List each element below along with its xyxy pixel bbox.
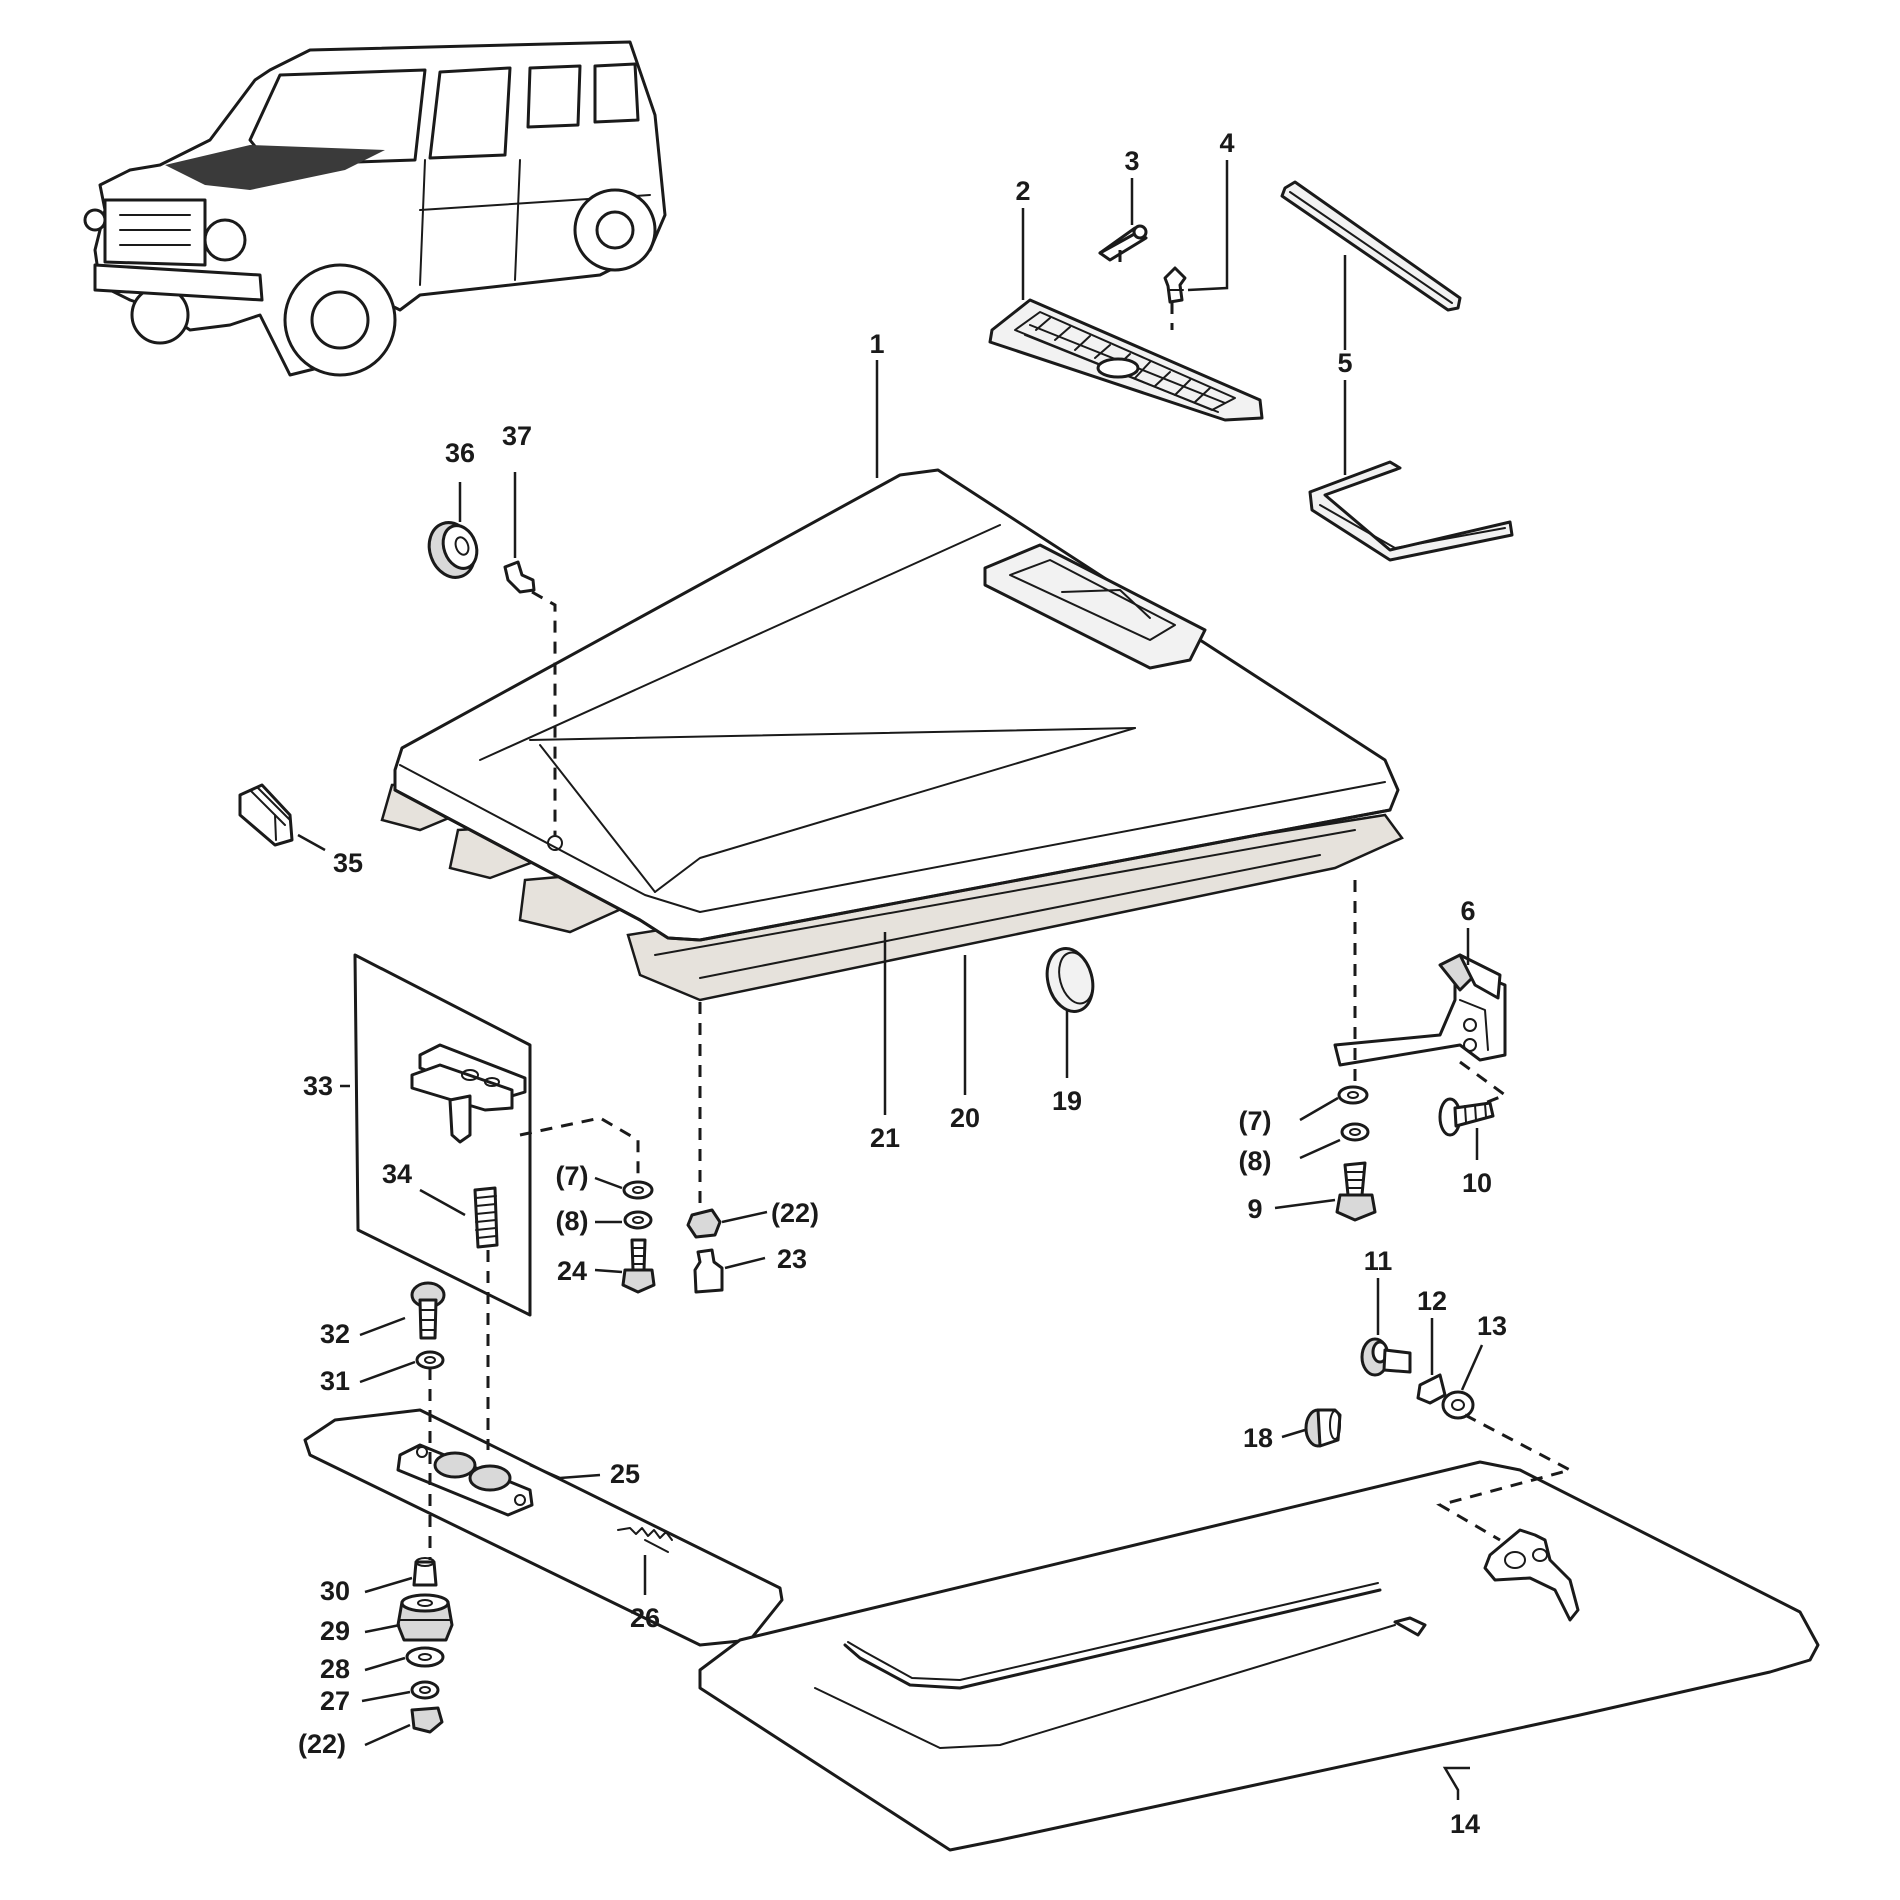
hood-hinge [1333, 953, 1507, 1067]
callout-27: 27 [320, 1686, 350, 1716]
callout-28: 28 [320, 1654, 350, 1684]
tension-spring [617, 1527, 673, 1553]
plastic-clip [1163, 266, 1187, 304]
callout-7-right: (7) [1239, 1106, 1272, 1136]
callout-33: 33 [303, 1071, 333, 1101]
lock-washer-stack [621, 1180, 656, 1294]
rubber-plug [1304, 1408, 1342, 1448]
callout-leader-lines [297, 160, 1484, 1800]
grille-cover-plate [1098, 224, 1148, 262]
callout-8-right: (8) [1239, 1146, 1272, 1176]
hinge-screw [1438, 1097, 1495, 1137]
callout-9: 9 [1247, 1194, 1262, 1224]
callout-11: 11 [1364, 1246, 1393, 1276]
callout-29: 29 [320, 1616, 350, 1646]
callout-32: 32 [320, 1319, 350, 1349]
callout-25: 25 [610, 1459, 640, 1489]
callout-21: 21 [870, 1123, 900, 1153]
hood-lock-assembly [353, 953, 532, 1317]
callout-36: 36 [445, 438, 475, 468]
callout-35: 35 [333, 848, 363, 878]
latch-bolt-parts [1360, 1337, 1475, 1420]
callout-labels: 1 2 3 4 5 6 (7) (8) 9 10 11 12 13 14 18 … [298, 128, 1507, 1839]
callout-23: 23 [777, 1244, 807, 1274]
air-intake-grille [988, 298, 1264, 422]
callout-37: 37 [502, 421, 532, 451]
callout-20: 20 [950, 1103, 980, 1133]
callout-2: 2 [1015, 176, 1030, 206]
callout-34: 34 [382, 1159, 412, 1189]
callout-31: 31 [320, 1366, 350, 1396]
hood-seal-profiles [1280, 180, 1514, 562]
buffer-parts-middle [686, 1208, 724, 1294]
callout-24: 24 [557, 1256, 587, 1286]
hinge-washer-stack [1335, 1085, 1377, 1222]
striker-plate [303, 1408, 784, 1647]
vehicle-overview-illustration [83, 40, 667, 377]
trim-profile [238, 783, 294, 847]
cap-and-screw-36-37 [427, 521, 536, 594]
callout-3: 3 [1124, 146, 1139, 176]
assembly-dashed-lines [428, 238, 1575, 1560]
callout-14: 14 [1450, 1809, 1480, 1839]
callout-8-left: (8) [556, 1206, 589, 1236]
buffer-stack-bottom [396, 1557, 454, 1734]
callout-12: 12 [1417, 1286, 1447, 1316]
callout-4: 4 [1219, 128, 1234, 158]
callout-30: 30 [320, 1576, 350, 1606]
callout-19: 19 [1052, 1086, 1082, 1116]
callout-22-middle: (22) [771, 1198, 819, 1228]
hood-air-intake-recess [983, 543, 1207, 670]
hood-inner-liner [698, 1460, 1820, 1852]
callout-7-left: (7) [556, 1161, 589, 1191]
callout-18: 18 [1243, 1423, 1273, 1453]
callout-10: 10 [1462, 1168, 1492, 1198]
bolt-and-washer-31-32 [410, 1281, 446, 1370]
round-cap [1045, 947, 1095, 1013]
callout-22-bottom: (22) [298, 1729, 346, 1759]
callout-13: 13 [1477, 1311, 1507, 1341]
callout-1: 1 [869, 329, 884, 359]
callout-26: 26 [630, 1603, 660, 1633]
hood-panel [380, 468, 1404, 1002]
callout-5: 5 [1337, 348, 1352, 378]
callout-6: 6 [1460, 896, 1475, 926]
